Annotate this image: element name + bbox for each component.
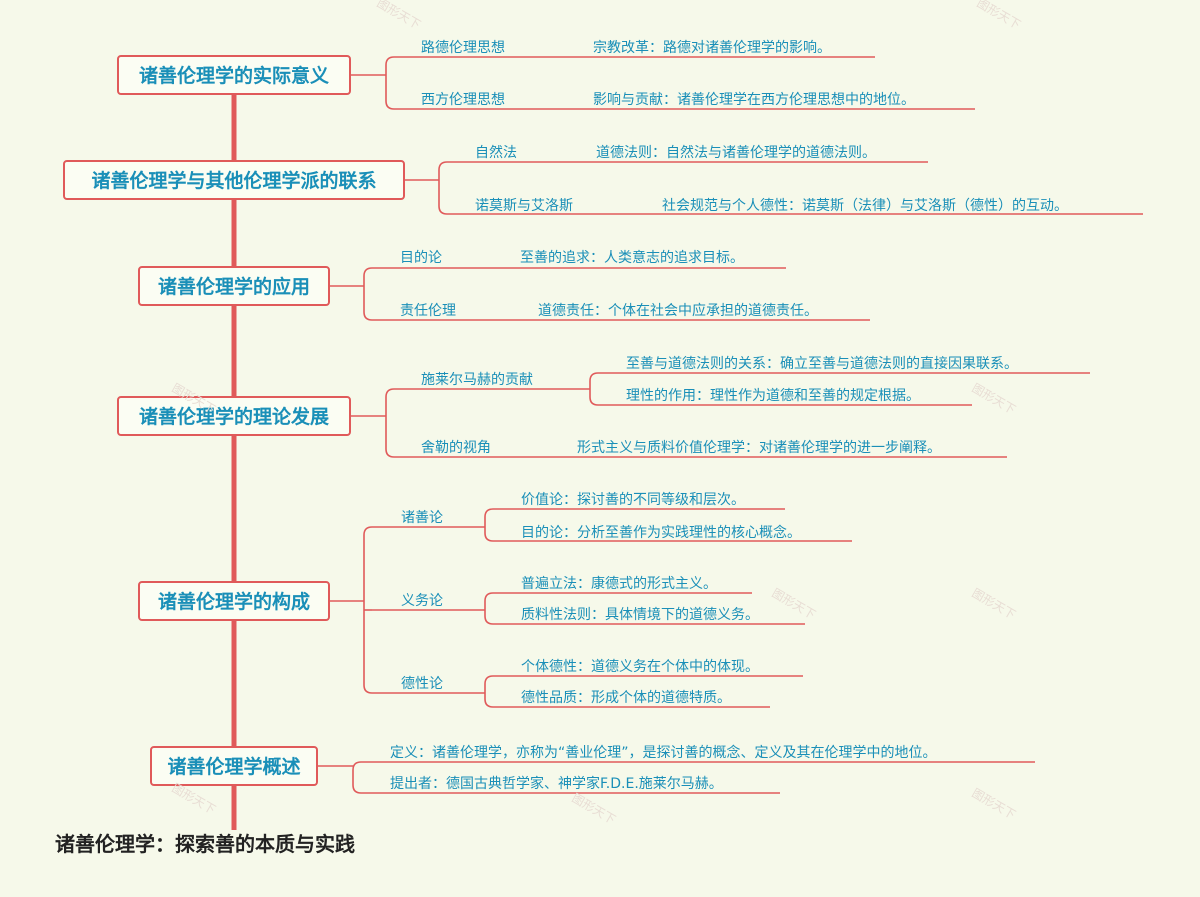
leaf-label[interactable]: 至善的追求：人类意志的追求目标。 (520, 250, 744, 266)
fork-line (363, 267, 373, 321)
branch-label[interactable]: 责任伦理 (400, 303, 456, 319)
leaf-label[interactable]: 宗教改革：路德对诸善伦理学的影响。 (593, 40, 831, 56)
fork-line (438, 161, 448, 215)
leaf-label[interactable]: 普遍立法：康德式的形式主义。 (521, 576, 717, 592)
section-box-relations[interactable]: 诸善伦理学与其他伦理学派的联系 (63, 160, 405, 200)
leaf-label[interactable]: 至善与道德法则的关系：确立至善与道德法则的直接因果联系。 (626, 356, 1018, 372)
fork-line (589, 372, 599, 406)
fork-line (385, 56, 395, 110)
branch-label[interactable]: 西方伦理思想 (421, 92, 505, 108)
branch-label[interactable]: 诸善论 (401, 510, 443, 526)
branch-label[interactable]: 诺莫斯与艾洛斯 (475, 198, 573, 214)
leaf-label[interactable]: 理性的作用：理性作为道德和至善的规定根据。 (626, 388, 920, 404)
leaf-label[interactable]: 价值论：探讨善的不同等级和层次。 (521, 492, 745, 508)
section-box-composition[interactable]: 诸善伦理学的构成 (138, 581, 330, 621)
fork-line (484, 592, 494, 625)
branch-label[interactable]: 自然法 (475, 145, 517, 161)
leaf-label[interactable]: 道德法则：自然法与诸善伦理学的道德法则。 (596, 145, 876, 161)
leaf-label[interactable]: 提出者：德国古典哲学家、神学家F.D.E.施莱尔马赫。 (390, 776, 723, 792)
leaf-label[interactable]: 道德责任：个体在社会中应承担的道德责任。 (538, 303, 818, 319)
section-box-significance[interactable]: 诸善伦理学的实际意义 (117, 55, 351, 95)
leaf-label[interactable]: 形式主义与质料价值伦理学：对诸善伦理学的进一步阐释。 (577, 440, 941, 456)
section-box-overview[interactable]: 诸善伦理学概述 (150, 746, 318, 786)
leaf-label[interactable]: 德性品质：形成个体的道德特质。 (521, 690, 731, 706)
leaf-label[interactable]: 影响与贡献：诸善伦理学在西方伦理思想中的地位。 (593, 92, 915, 108)
branch-label[interactable]: 舍勒的视角 (421, 440, 491, 456)
branch-label[interactable]: 路德伦理思想 (421, 40, 505, 56)
leaf-label[interactable]: 目的论：分析至善作为实践理性的核心概念。 (521, 525, 801, 541)
fork-line (484, 675, 494, 708)
branch-label[interactable]: 施莱尔马赫的贡献 (421, 372, 533, 388)
branch-label[interactable]: 德性论 (401, 676, 443, 692)
section-box-theory[interactable]: 诸善伦理学的理论发展 (117, 396, 351, 436)
leaf-label[interactable]: 社会规范与个人德性：诺莫斯（法律）与艾洛斯（德性）的互动。 (662, 198, 1068, 214)
leaf-label[interactable]: 个体德性：道德义务在个体中的体现。 (521, 659, 759, 675)
fork-line (484, 508, 494, 542)
leaf-label[interactable]: 定义：诸善伦理学，亦称为“善业伦理”，是探讨善的概念、定义及其在伦理学中的地位。 (390, 745, 937, 761)
section-box-application[interactable]: 诸善伦理学的应用 (138, 266, 330, 306)
branch-label[interactable]: 目的论 (400, 250, 442, 266)
root-title[interactable]: 诸善伦理学：探索善的本质与实践 (55, 832, 355, 856)
leaf-label[interactable]: 质料性法则：具体情境下的道德义务。 (521, 607, 759, 623)
fork-line (352, 761, 362, 794)
branch-label[interactable]: 义务论 (401, 593, 443, 609)
fork-line (385, 388, 395, 458)
